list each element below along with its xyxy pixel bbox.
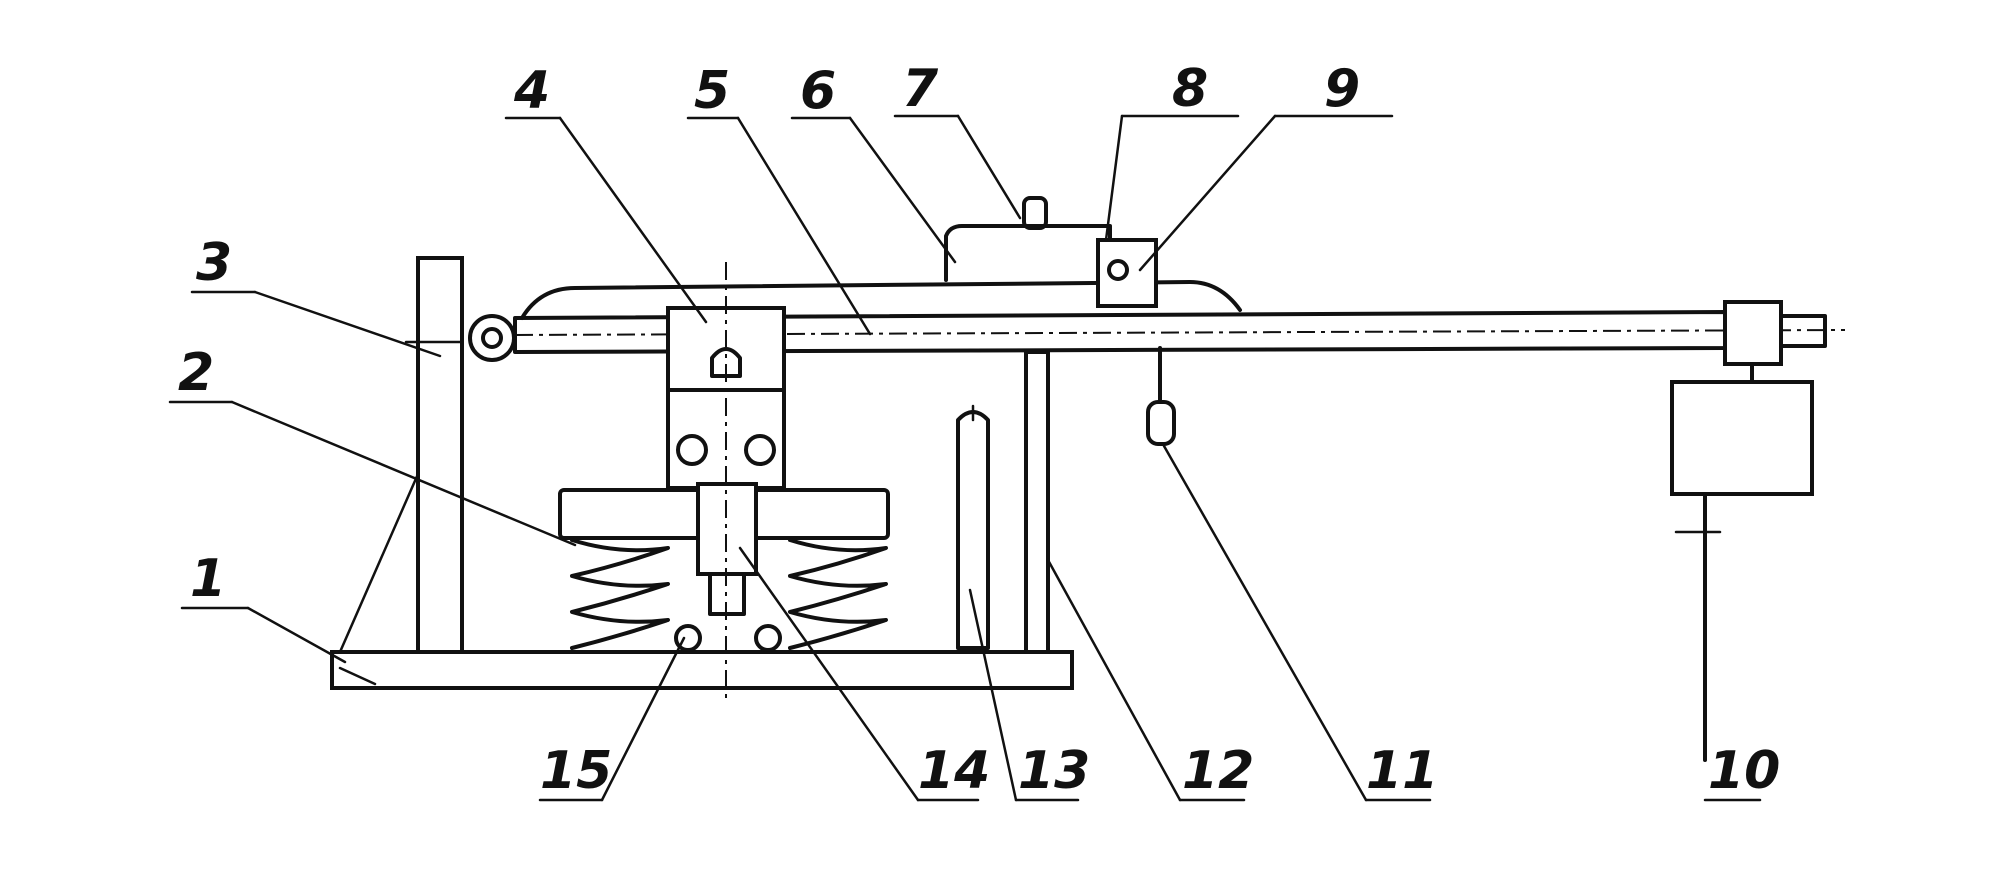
label-7: 7 [902,59,939,119]
end-rod [1779,314,1827,348]
label-5: 5 [694,61,730,121]
label-6: 6 [800,61,836,121]
post-pivot-pin [481,327,503,349]
label-14: 14 [918,741,990,801]
end-collar [1723,300,1783,366]
top-fixture [944,224,1112,282]
small-weight [1146,400,1176,446]
label-8: 8 [1172,59,1208,119]
leader-lines [168,114,1762,802]
label-3: 3 [196,233,232,293]
support-column [1024,350,1050,654]
label-4: 4 [513,61,550,121]
central-block-nut [710,347,742,378]
label-1: 1 [190,549,226,609]
top-knob [1022,196,1048,230]
post-pivot [468,314,516,362]
label-12: 12 [1182,741,1254,801]
spring-right [788,538,888,650]
base-plate [330,650,1074,690]
gauge-tube [956,410,990,650]
label-9: 9 [1324,59,1360,119]
base-plate-hatch [338,666,377,686]
bearing-ball-right [744,434,776,466]
label-11: 11 [1366,741,1438,801]
bottom-ball-left [674,624,702,652]
label-10: 10 [1708,741,1780,801]
label-15: 15 [540,741,612,801]
hanging-load [1670,380,1814,496]
vertical-post [416,256,464,654]
label-13: 13 [1018,741,1090,801]
bearing-ball-left [676,434,708,466]
bottom-ball-right [754,624,782,652]
lever-housing [520,280,1242,320]
label-2: 2 [178,343,214,403]
clamp-pin [1107,259,1129,281]
spring-left [570,538,670,650]
